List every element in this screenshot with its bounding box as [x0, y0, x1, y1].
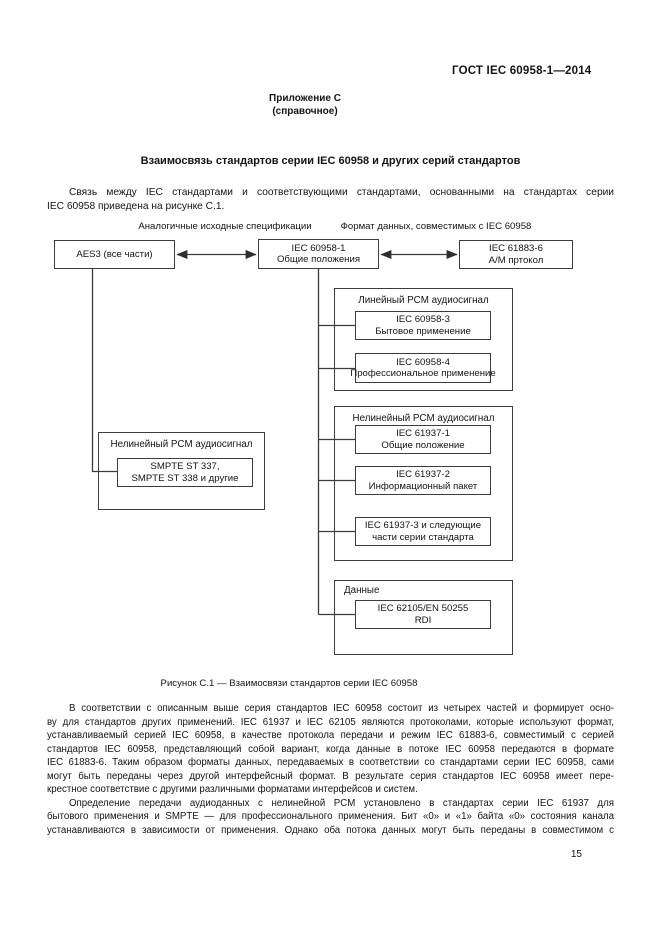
- intro-paragraph: Связь между IEC стандартами и соответств…: [47, 187, 614, 212]
- page-title: Взаимосвязь стандартов серии IEC 60958 и…: [140, 155, 521, 167]
- group-nonlinear-title: Нелинейный PCM аудиосигнал: [352, 413, 495, 424]
- node-iec62105: IEC 62105/EN 50255 RDI: [355, 600, 491, 629]
- figure-label-left: Аналогичные исходные спецификации: [138, 221, 312, 232]
- node-iec61883-6: IEC 61883-6 А/М пртокол: [459, 240, 573, 269]
- annex-note: (справочное): [272, 106, 338, 117]
- node-iec60958-3: IEC 60958-3 Бытовое применение: [355, 311, 491, 340]
- body-paragraph-2: Определение передачи аудиоданных с нелин…: [47, 797, 614, 836]
- node-iec61937-2: IEC 61937-2 Информационный пакет: [355, 466, 491, 495]
- node-aes3: AES3 (все части): [54, 240, 175, 269]
- body-paragraph-1: В соответствии с описанным выше серия ст…: [47, 703, 614, 795]
- group-linear-title: Линейный PCM аудиосигнал: [358, 295, 489, 306]
- body-text: В соответствии с описанным выше серия ст…: [47, 702, 614, 837]
- figure-label-right: Формат данных, совместимых с IEC 60958: [340, 221, 532, 232]
- annex-label: Приложение С: [269, 93, 341, 104]
- node-iec61937-3: IEC 61937-3 и следующие части серии стан…: [355, 517, 491, 546]
- node-smpte: SMPTE ST 337, SMPTE ST 338 и другие: [117, 458, 253, 487]
- group-data-title: Данные: [344, 585, 380, 596]
- node-iec61937-1: IEC 61937-1 Общие положение: [355, 425, 491, 454]
- node-iec60958-1: IEC 60958-1 Общие положения: [258, 239, 379, 269]
- page-number: 15: [570, 849, 582, 860]
- node-iec60958-4: IEC 60958-4 Профессиональное применение: [350, 353, 496, 383]
- group-smpte-title: Нелинейный PCM аудиосигнал: [110, 439, 253, 450]
- figure-caption: Рисунок С.1 — Взаимосвязи стандартов сер…: [160, 678, 418, 689]
- annex-heading: Приложение С (справочное): [205, 92, 405, 118]
- doc-code: ГОСТ IEC 60958-1—2014: [452, 65, 592, 77]
